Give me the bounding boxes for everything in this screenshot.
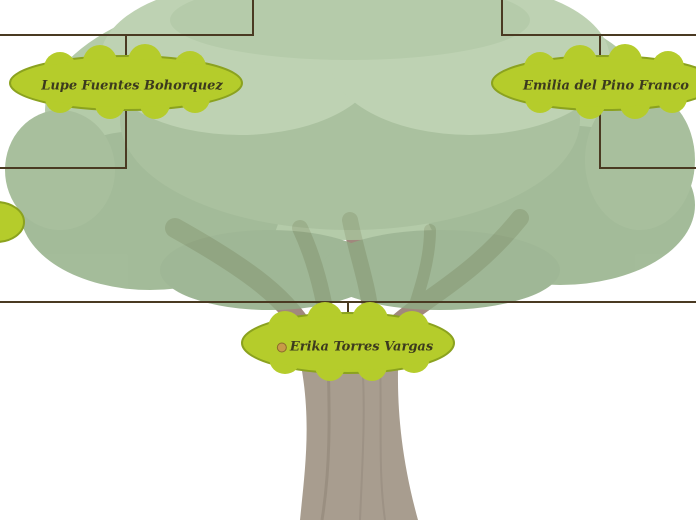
- root-name-text: Erika Torres Vargas: [290, 340, 433, 355]
- ancestor-name-emilia: Emilia del Pino Franco: [523, 79, 689, 94]
- root-name-erika: Erika Torres Vargas: [277, 340, 433, 355]
- tree-foliage: [5, 0, 695, 310]
- node-marker-icon: [277, 342, 287, 352]
- ancestor-name-lupe: Lupe Fuentes Bohorquez: [41, 79, 223, 94]
